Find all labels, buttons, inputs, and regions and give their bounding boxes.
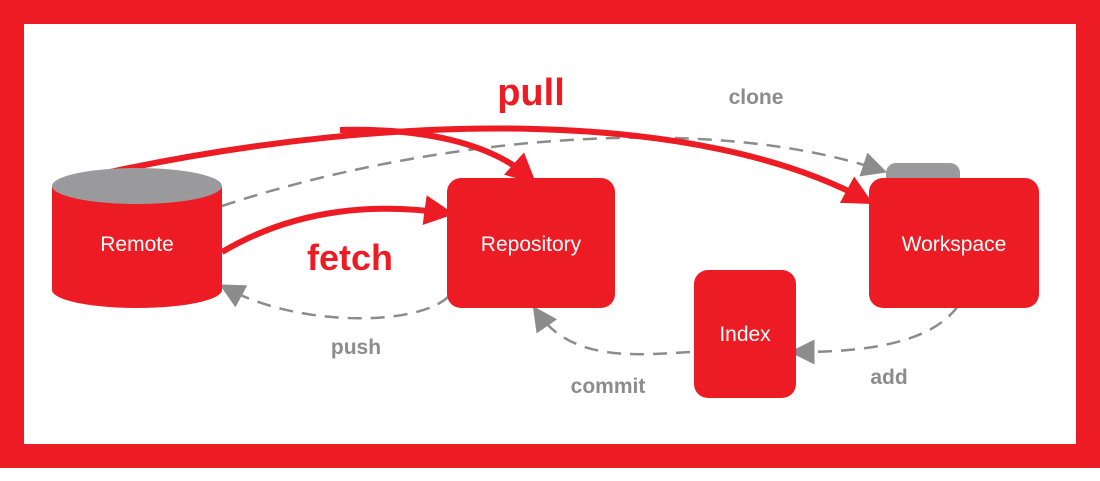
pull-arrow xyxy=(109,125,874,204)
commit-label: commit xyxy=(571,375,646,398)
index-label: Index xyxy=(719,323,771,346)
pull-label: pull xyxy=(497,72,565,114)
repository-node: Repository xyxy=(447,178,615,308)
fetch-label: fetch xyxy=(307,237,393,278)
cylinder-top xyxy=(52,168,222,204)
commit-arrow xyxy=(532,305,691,356)
add-label: add xyxy=(870,366,907,389)
push-arrow xyxy=(219,284,450,320)
clone-arrow xyxy=(221,136,888,208)
remote-node: Remote xyxy=(52,168,222,308)
workspace-label: Workspace xyxy=(902,233,1007,256)
repository-label: Repository xyxy=(481,233,582,256)
pull-to-repository-arrow xyxy=(339,126,537,184)
push-label: push xyxy=(331,336,381,359)
add-arrow xyxy=(789,305,960,365)
workspace-node: Workspace xyxy=(869,163,1039,308)
index-node: Index xyxy=(694,270,796,398)
red-frame-border xyxy=(0,0,1100,468)
clone-label: clone xyxy=(729,86,784,109)
fetch-arrow xyxy=(220,195,455,255)
remote-label: Remote xyxy=(100,233,174,256)
